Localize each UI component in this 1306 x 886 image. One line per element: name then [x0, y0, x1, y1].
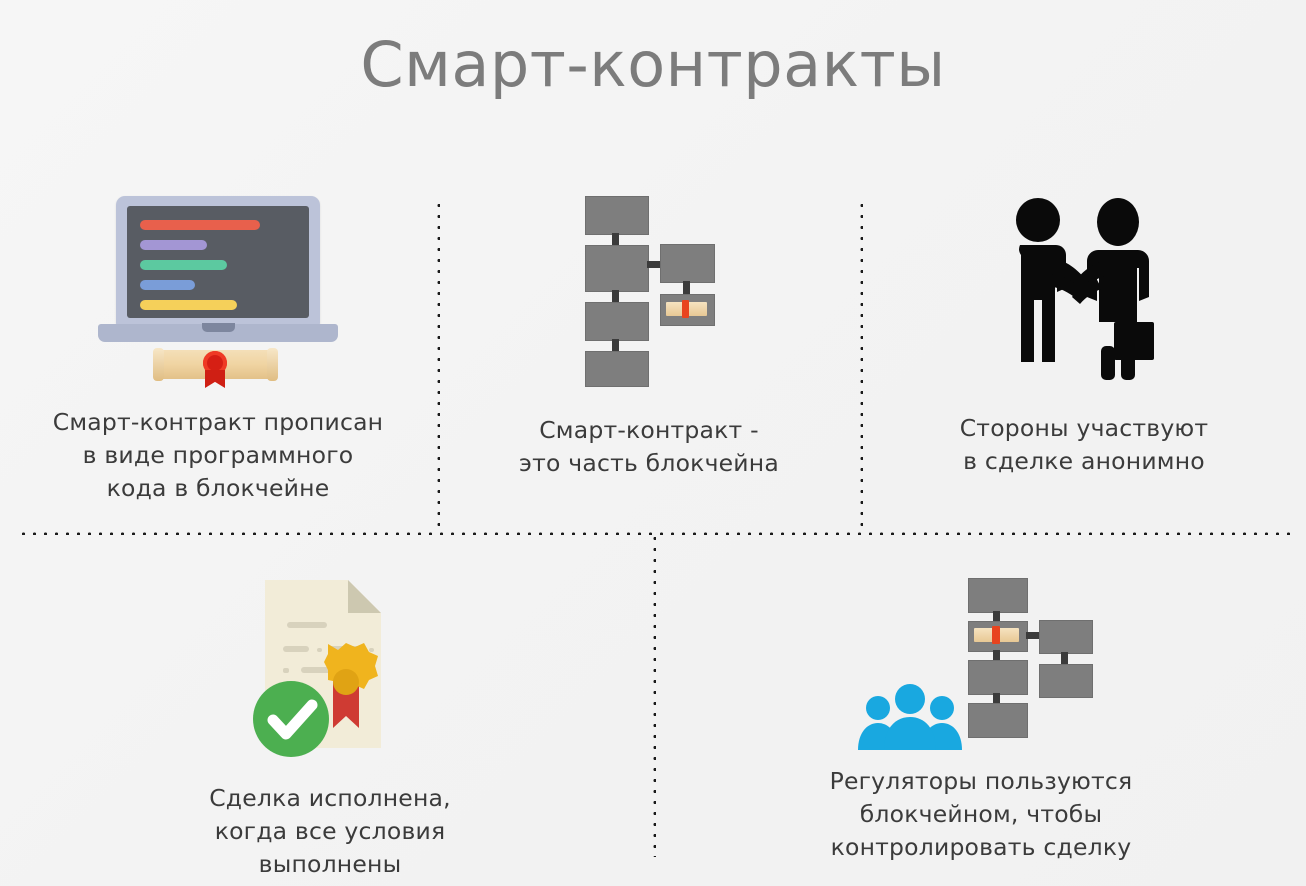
chain2-link-3 [993, 693, 1000, 703]
chain-block-4 [585, 351, 649, 387]
certificate-scroll-icon [153, 348, 278, 388]
caption-line: блокчейном, чтобы [859, 800, 1103, 828]
chain2-block-3 [968, 660, 1028, 695]
handshake-people-icon [994, 196, 1174, 382]
caption-line: в виде программного [82, 441, 354, 469]
caption-line: Смарт-контракт - [539, 416, 759, 444]
chain2-block-4 [968, 703, 1028, 738]
laptop-base-icon [98, 324, 338, 342]
divider-vertical-right [859, 200, 863, 534]
code-bar-5 [140, 300, 237, 310]
seal-ribbon-icon [205, 370, 225, 388]
code-bar-1 [140, 220, 260, 230]
chain2-link-1 [993, 611, 1000, 621]
chain-block-1 [585, 196, 649, 235]
panel-executed-caption: Сделка исполнена, когда все условия выпо… [209, 782, 451, 881]
chain2-block-6 [1039, 664, 1093, 698]
page-title: Смарт-контракты [360, 28, 946, 101]
chain-link-2 [612, 290, 619, 302]
laptop-screen-icon [127, 206, 309, 318]
code-bar-4 [140, 280, 195, 290]
panel-blockchain-caption: Смарт-контракт - это часть блокчейна [519, 414, 779, 480]
caption-line: это часть блокчейна [519, 449, 779, 477]
people-group-icon [858, 684, 962, 750]
caption-line: Смарт-контракт прописан [52, 408, 384, 436]
caption-line: кода в блокчейне [106, 474, 330, 502]
caption-line: Сделка исполнена, [209, 784, 451, 812]
laptop-code-certificate-icon [98, 196, 338, 388]
laptop-notch-icon [202, 323, 235, 332]
caption-line: Стороны участвуют [959, 414, 1209, 442]
chain-block-5 [660, 244, 715, 283]
chain-link-4 [683, 281, 690, 294]
chain2-block-1 [968, 578, 1028, 613]
chain2-link-branch [1026, 632, 1039, 639]
divider-vertical-left [436, 200, 440, 534]
panel-code-caption: Смарт-контракт прописан в виде программн… [53, 406, 384, 505]
caption-line: контролировать сделку [830, 833, 1132, 861]
panel-blockchain: Смарт-контракт - это часть блокчейна [440, 196, 858, 480]
chain2-link-2 [993, 650, 1000, 660]
panel-code: Смарт-контракт прописан в виде программн… [0, 196, 436, 505]
chain2-link-4 [1061, 652, 1068, 664]
blockchain-diagram-icon [585, 196, 715, 387]
caption-line: Регуляторы пользуются [829, 767, 1133, 795]
chain2-block-5 [1039, 620, 1093, 654]
panel-parties-caption: Стороны участвуют в сделке анонимно [960, 412, 1209, 478]
panel-regulators-caption: Регуляторы пользуются блокчейном, чтобы … [830, 765, 1133, 864]
code-bar-3 [140, 260, 227, 270]
chain-block-3 [585, 302, 649, 341]
mini-seal-icon [682, 300, 689, 318]
people-group-blockchain-icon [856, 578, 1106, 753]
laptop-lid-icon [116, 196, 320, 326]
mini-seal-icon [992, 626, 1000, 644]
panel-executed: Сделка исполнена, когда все условия выпо… [10, 570, 650, 881]
chain-link-branch [647, 261, 660, 268]
panel-parties: Стороны участвуют в сделке анонимно [862, 196, 1306, 478]
code-bar-2 [140, 240, 207, 250]
document-svg [252, 580, 381, 757]
caption-line: когда все условия [214, 817, 446, 845]
chain-link-1 [612, 233, 619, 245]
chain-block-2 [585, 245, 649, 292]
divider-vertical-bottom [652, 533, 656, 857]
chain-link-3 [612, 339, 619, 351]
panel-regulators: Регуляторы пользуются блокчейном, чтобы … [656, 578, 1306, 864]
caption-line: выполнены [258, 850, 402, 878]
handshake-svg [1016, 198, 1154, 380]
caption-line: в сделке анонимно [963, 447, 1205, 475]
document-seal-check-icon [243, 570, 418, 760]
